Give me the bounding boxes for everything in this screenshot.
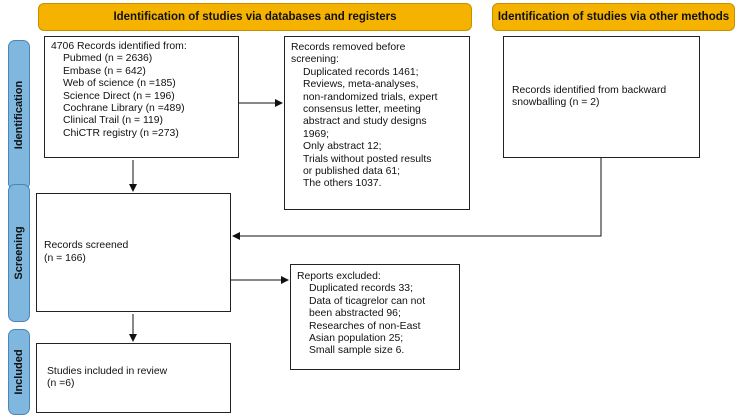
studies-included-box: Studies included in review (n =6) [36, 343, 231, 413]
studies-included-count: (n =6) [47, 378, 75, 389]
removed-item: Duplicated records 1461; [303, 66, 419, 78]
arrow-snowballing-to-screened [232, 158, 602, 240]
excluded-item: Researches of non-East [309, 320, 421, 332]
studies-included-label: Studies included in review [47, 365, 168, 377]
records-screened-box: Records screened (n = 166) [36, 193, 231, 312]
records-identified-title: 4706 Records identified from: [51, 41, 187, 52]
excluded-item: Duplicated records 33; [309, 283, 413, 295]
source-item: ChiCTR registry (n =273) [63, 127, 179, 139]
removed-item: abstract and study designs [303, 116, 427, 128]
excluded-item: been abstracted 96; [309, 308, 401, 320]
removed-item: Trials without posted results [303, 153, 432, 165]
snowballing-line: Records identified from backward [512, 84, 667, 96]
records-screened-count: (n = 166) [44, 252, 86, 264]
removed-item: or published data 61; [303, 166, 401, 178]
reports-excluded-box: Reports excluded: Duplicated records 33;… [290, 264, 460, 370]
header-databases: Identification of studies via databases … [38, 3, 472, 31]
removed-item: Reviews, meta-analyses, [303, 79, 419, 91]
records-removed-title: screening: [291, 54, 339, 66]
reports-excluded-title: Reports excluded: [297, 271, 381, 282]
removed-item: consensus letter, meeting [303, 104, 421, 116]
phase-included: Included [8, 329, 30, 415]
excluded-item: Data of ticagrelor can not [309, 295, 426, 307]
source-item: Pubmed (n = 2636) [63, 53, 153, 65]
removed-item: 1969; [303, 128, 330, 140]
excluded-item: Asian population 25; [309, 333, 404, 345]
phase-screening: Screening [8, 184, 30, 322]
removed-item: Only abstract 12; [303, 141, 382, 153]
header-databases-label: Identification of studies via databases … [113, 11, 397, 23]
source-item: Web of science (n =185) [63, 78, 176, 90]
removed-item: The others 1037. [303, 178, 382, 190]
records-identified-box: 4706 Records identified from: Pubmed (n … [44, 36, 239, 158]
records-screened-label: Records screened [44, 240, 129, 252]
removed-item: non-randomized trials, expert [303, 91, 438, 103]
header-other-methods: Identification of studies via other meth… [492, 3, 735, 31]
source-item: Embase (n = 642) [63, 65, 146, 77]
header-other-label: Identification of studies via other meth… [497, 11, 730, 23]
source-item: Cochrane Library (n =489) [63, 103, 185, 115]
excluded-item: Small sample size 6. [309, 345, 405, 357]
snowballing-line: snowballing (n = 2) [512, 97, 600, 108]
records-removed-title: Records removed before [291, 42, 406, 53]
records-removed-box: Records removed before screening: Duplic… [284, 36, 470, 210]
source-item: Science Direct (n = 196) [63, 90, 175, 102]
backward-snowballing-box: Records identified from backward snowbal… [503, 36, 700, 158]
source-item: Clinical Trail (n = 119) [63, 115, 163, 127]
